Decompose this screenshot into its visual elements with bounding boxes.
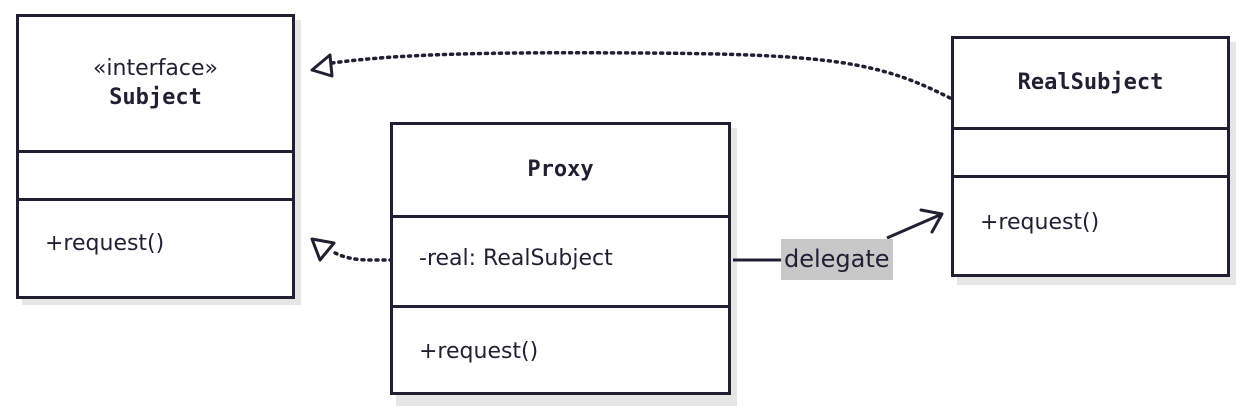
realsubject-name: RealSubject: [1017, 69, 1164, 95]
proxy-method: +request(): [419, 339, 539, 364]
realsubject-methods: +request(): [954, 175, 1227, 274]
subject-stereotype: «interface»: [92, 55, 219, 81]
proxy-attributes: -real: RealSubject: [393, 215, 728, 305]
proxy-to-subject-realization[interactable]: [331, 250, 394, 262]
subject-name: Subject: [109, 84, 202, 110]
proxy-class-box[interactable]: Proxy -real: RealSubject +request(): [390, 122, 731, 395]
proxy-name: Proxy: [527, 156, 594, 182]
subject-class-box[interactable]: «interface» Subject +request(): [16, 14, 295, 299]
subject-methods: +request(): [19, 198, 292, 296]
proxy-attribute: -real: RealSubject: [419, 246, 613, 271]
realsubject-class-box[interactable]: RealSubject +request(): [951, 36, 1230, 277]
realization-arrowhead-top: [310, 53, 334, 78]
proxy-methods: +request(): [393, 305, 728, 392]
subject-attributes: [19, 150, 292, 198]
realsubject-header: RealSubject: [954, 39, 1227, 127]
delegate-label: delegate: [781, 239, 893, 280]
realization-arrowhead-bottom: [310, 237, 336, 262]
realsubject-to-subject-realization[interactable]: [330, 51, 952, 100]
realsubject-method: +request(): [980, 210, 1100, 235]
proxy-header: Proxy: [393, 125, 728, 215]
subject-method: +request(): [45, 231, 165, 256]
proxy-to-realsubject-association[interactable]: [733, 212, 943, 262]
association-arrowhead: [919, 208, 944, 234]
subject-header: «interface» Subject: [19, 17, 292, 150]
realsubject-attributes: [954, 127, 1227, 175]
